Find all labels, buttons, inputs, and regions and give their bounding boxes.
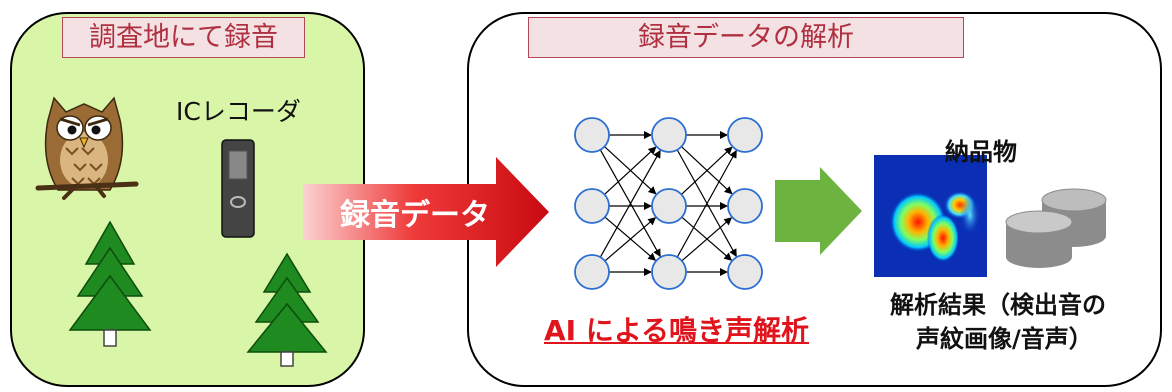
neural-network-edges — [599, 131, 737, 276]
nn-node — [574, 254, 610, 290]
nn-edge — [604, 217, 657, 262]
nn-node — [651, 254, 687, 290]
database-icon — [1005, 188, 1107, 268]
ic-recorder-icon — [221, 139, 255, 238]
deliverables-title: 納品物 — [945, 138, 1017, 166]
result-caption-line2: 声紋画像/音声） — [916, 325, 1093, 353]
neural-network-icon — [574, 117, 763, 290]
pine-tree-icon — [68, 220, 152, 347]
nn-node — [574, 188, 610, 224]
nn-edge — [599, 149, 661, 258]
owl-icon — [35, 96, 139, 200]
ai-analysis-label: AI による鳴き声解析 — [544, 314, 809, 347]
right-panel-title: 録音データの解析 — [528, 17, 964, 58]
nn-edge — [681, 146, 733, 195]
nn-node — [727, 117, 763, 153]
result-caption-line1: 解析結果（検出音の — [890, 291, 1106, 319]
nn-node — [574, 117, 610, 153]
nn-node — [651, 188, 687, 224]
nn-edge — [676, 149, 737, 258]
recorder-label: ICレコーダ — [176, 97, 301, 126]
nn-node — [651, 117, 687, 153]
recording-data-label: 録音データ — [340, 198, 490, 233]
green-arrow-icon — [775, 167, 862, 255]
pine-tree-icon — [246, 252, 328, 367]
red-arrow-shape — [303, 157, 549, 267]
spectrogram-icon — [874, 155, 987, 277]
nn-node — [727, 188, 763, 224]
nn-edge — [604, 146, 657, 195]
left-panel-title: 調査地にて録音 — [62, 17, 305, 58]
nn-node — [727, 254, 763, 290]
nn-edge — [681, 217, 733, 262]
